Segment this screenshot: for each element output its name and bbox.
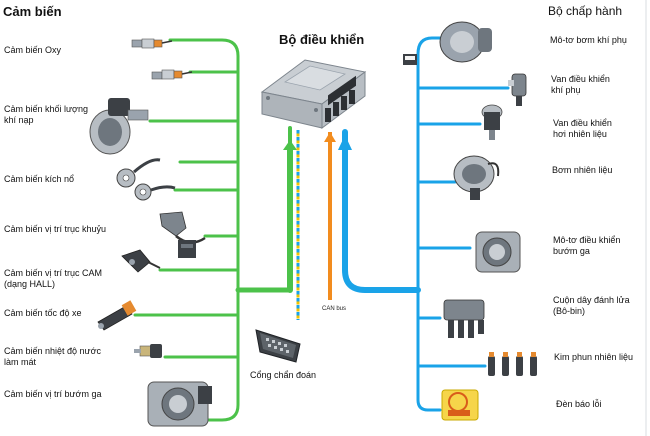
- actuator-label-injector: Kim phun nhiên liệu: [554, 352, 634, 362]
- sensors-heading: Cảm biến: [3, 4, 62, 19]
- camshaft-hall-sensor-icon: [121, 249, 161, 273]
- actuator-label-check-lamp: Đèn báo lỗi: [556, 399, 602, 409]
- actuator-label-air-valve: Van điều khiển khí phụ: [551, 74, 610, 95]
- can-bus-wiring: [324, 132, 336, 300]
- ecu-heading: Bộ điều khiển: [279, 32, 365, 47]
- sensor-label-knock: Cảm biến kích nổ: [4, 174, 75, 184]
- diagnostic-connector-icon: [255, 329, 301, 363]
- vehicle-speed-sensor-icon: [97, 300, 137, 331]
- throttle-motor-icon: [475, 231, 521, 273]
- throttle-position-sensor-icon: [147, 381, 212, 427]
- actuator-arrow-head: [338, 135, 352, 150]
- fuel-injector-icon: [488, 352, 537, 376]
- sensor-label-throttle: Cảm biến vị trí bướm ga: [4, 389, 102, 399]
- ignition-coil-icon: [443, 299, 485, 338]
- actuator-label-throttle-motor: Mô-tơ điều khiển bướm ga: [553, 235, 621, 256]
- sensor-label-speed: Cảm biến tốc độ xe: [4, 308, 82, 318]
- oxygen-sensor-icon-1: [131, 38, 173, 49]
- fuel-pump-icon: [453, 155, 500, 200]
- ecu-unit-icon: [260, 59, 367, 129]
- sensor-label-coolant: Cảm biến nhiệt độ nước làm mát: [4, 346, 101, 367]
- actuator-main-bus-wire: [416, 36, 447, 412]
- actuator-label-purge-valve: Van điều khiển hơi nhiên liệu: [553, 118, 612, 139]
- secondary-air-pump-icon: [403, 21, 492, 65]
- diagnostic-connector-label: Cổng chẩn đoán: [250, 370, 317, 380]
- evap-purge-valve-icon: [481, 104, 503, 140]
- crankshaft-sensor-icon: [159, 211, 206, 258]
- sensor-label-crankshaft: Cảm biến vị trí trục khuỷu: [4, 224, 107, 234]
- sensor-arrow-head: [283, 140, 297, 150]
- sensor-label-oxygen: Cảm biến Oxy: [4, 45, 62, 55]
- actuator-label-ignition-coil: Cuộn dây đánh lửa (Bô-bin): [553, 295, 630, 316]
- sensor-label-camshaft: Cảm biến vị trí trục CAM (dạng HALL): [4, 268, 103, 289]
- sensor-label-maf: Cảm biến khối lượng khí nạp: [4, 104, 88, 125]
- actuator-wiring: [338, 36, 510, 412]
- can-bus-arrow-up: [324, 132, 336, 142]
- secondary-air-valve-icon: [508, 73, 527, 106]
- actuator-label-fuel-pump: Bơm nhiên liệu: [552, 165, 613, 175]
- knock-sensor-icon: [116, 158, 176, 201]
- check-engine-lamp-icon: [441, 389, 479, 421]
- sensor-wiring: [133, 38, 297, 422]
- sensor-main-bus-wire: [168, 38, 240, 422]
- can-bus-label: CAN bus: [322, 306, 347, 312]
- coolant-temperature-sensor-icon: [134, 344, 162, 358]
- oxygen-sensor-icon-2: [151, 69, 193, 80]
- actuator-label-air-pump: Mô-tơ bơm khí phụ: [550, 35, 627, 45]
- mass-airflow-sensor-icon: [89, 98, 149, 155]
- actuators-heading: Bộ chấp hành: [548, 4, 623, 18]
- actuator-trunk: [342, 129, 421, 293]
